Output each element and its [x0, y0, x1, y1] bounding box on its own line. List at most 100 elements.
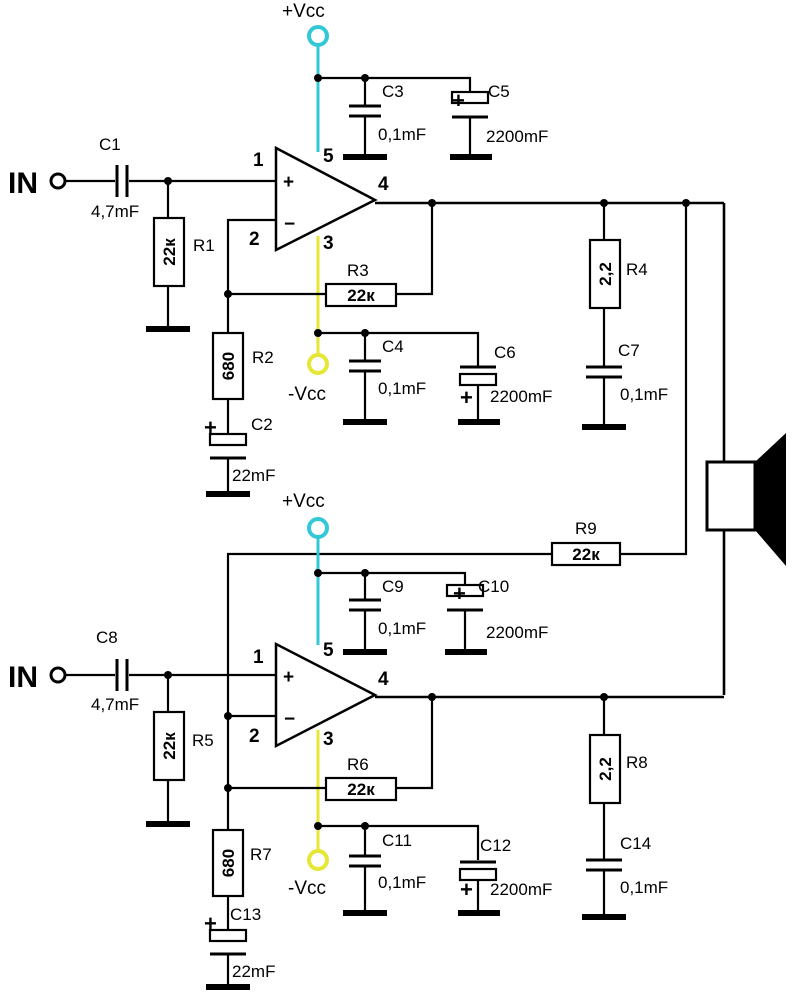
- svg-text:R8: R8: [626, 753, 648, 772]
- svg-text:C3: C3: [382, 82, 404, 101]
- input-terminal-icon: [49, 666, 67, 684]
- svg-text:22к: 22к: [160, 238, 179, 266]
- resistor-r5: 22к R5: [152, 710, 214, 782]
- svg-text:R2: R2: [252, 348, 274, 367]
- svg-text:+: +: [283, 172, 294, 193]
- capacitor-c4: C4 0,1mF: [343, 337, 426, 425]
- svg-text:C1: C1: [99, 135, 121, 154]
- capacitor-c10: + C10 2200mF: [445, 577, 548, 655]
- svg-text:4: 4: [378, 174, 389, 195]
- capacitor-c12: + C12 2200mF: [458, 836, 552, 916]
- svg-text:680: 680: [219, 352, 238, 380]
- svg-text:680: 680: [219, 849, 238, 877]
- svg-text:2200mF: 2200mF: [490, 387, 552, 406]
- speaker-icon: [705, 433, 786, 566]
- svg-text:2,2: 2,2: [596, 262, 615, 286]
- svg-text:R4: R4: [626, 260, 648, 279]
- svg-text:+: +: [460, 385, 473, 410]
- svg-text:R1: R1: [193, 236, 215, 255]
- svg-text:0,1mF: 0,1mF: [378, 619, 426, 638]
- vee-label: -Vcc: [288, 384, 326, 405]
- svg-text:1: 1: [253, 150, 264, 171]
- svg-text:5: 5: [323, 640, 334, 661]
- svg-text:+: +: [453, 581, 466, 606]
- svg-text:+: +: [452, 88, 465, 113]
- capacitor-c13: + C13 22mF: [204, 905, 275, 981]
- vee-terminal-icon: [307, 353, 329, 375]
- capacitor-c2: + C2 22mF: [204, 415, 275, 485]
- vcc-label: +Vcc: [282, 491, 325, 512]
- svg-text:R6: R6: [347, 755, 369, 774]
- svg-text:R9: R9: [575, 519, 597, 538]
- capacitor-c11: C11 0,1mF: [343, 831, 426, 916]
- resistor-r6: 22к R6: [324, 755, 398, 802]
- resistor-r4: 2,2 R4: [588, 238, 648, 310]
- resistor-r9: 22к R9: [550, 519, 622, 567]
- svg-text:+: +: [460, 877, 473, 902]
- svg-text:−: −: [284, 709, 295, 730]
- svg-text:C2: C2: [251, 415, 273, 434]
- capacitor-c9: C9 0,1mF: [343, 577, 426, 655]
- svg-text:C7: C7: [618, 341, 640, 360]
- svg-text:0,1mF: 0,1mF: [620, 385, 668, 404]
- svg-text:+: +: [204, 911, 217, 936]
- vee-terminal-icon: [307, 849, 329, 871]
- svg-text:2: 2: [249, 726, 260, 747]
- capacitor-c7: C7 0,1mF: [586, 341, 668, 404]
- svg-text:22к: 22к: [347, 780, 375, 799]
- input-label: IN: [8, 167, 38, 200]
- resistor-r3: 22к R3: [324, 261, 398, 308]
- capacitor-c1: C1 4,7mF: [91, 135, 139, 221]
- capacitor-c3: C3 0,1mF: [343, 82, 426, 160]
- resistor-r7: 680 R7: [211, 828, 272, 898]
- svg-text:22mF: 22mF: [232, 962, 275, 981]
- vee-label: -Vcc: [288, 878, 326, 899]
- vcc-label: +Vcc: [282, 1, 325, 22]
- capacitor-c14: C14 0,1mF: [586, 834, 668, 897]
- svg-text:R3: R3: [347, 261, 369, 280]
- vcc-terminal-icon: [307, 25, 329, 47]
- svg-text:+: +: [204, 415, 217, 440]
- svg-text:4: 4: [378, 669, 389, 690]
- capacitor-c5: + C5 2200mF: [450, 82, 548, 160]
- svg-text:C5: C5: [488, 82, 510, 101]
- svg-text:C12: C12: [480, 836, 511, 855]
- svg-text:C9: C9: [382, 577, 404, 596]
- vcc-terminal-icon: [307, 517, 329, 539]
- svg-text:C8: C8: [96, 628, 118, 647]
- opamp-2: + − 1 2 3 4 5: [249, 640, 389, 750]
- svg-text:C10: C10: [478, 577, 509, 596]
- svg-text:C11: C11: [382, 831, 412, 850]
- svg-text:C4: C4: [382, 337, 404, 356]
- svg-text:0,1mF: 0,1mF: [620, 878, 668, 897]
- svg-text:0,1mF: 0,1mF: [378, 873, 426, 892]
- svg-text:22к: 22к: [572, 545, 600, 564]
- opamp-1: + − 1 2 3 4 5: [249, 145, 389, 254]
- svg-text:−: −: [284, 214, 295, 235]
- svg-text:22к: 22к: [347, 286, 375, 305]
- svg-text:2200mF: 2200mF: [486, 623, 548, 642]
- capacitor-c6: + C6 2200mF: [458, 343, 552, 425]
- input-terminal-icon: [49, 172, 67, 190]
- svg-text:R7: R7: [250, 845, 272, 864]
- svg-text:2200mF: 2200mF: [490, 880, 552, 899]
- svg-text:22mF: 22mF: [232, 466, 275, 485]
- svg-text:0,1mF: 0,1mF: [378, 125, 426, 144]
- svg-text:2,2: 2,2: [596, 757, 615, 781]
- capacitor-c8: C8 4,7mF: [91, 628, 139, 714]
- svg-text:2: 2: [249, 229, 260, 250]
- resistor-r8: 2,2 R8: [588, 733, 648, 805]
- svg-text:C14: C14: [620, 834, 651, 853]
- input-label: IN: [8, 661, 38, 694]
- svg-text:C13: C13: [230, 905, 261, 924]
- svg-text:3: 3: [323, 233, 334, 254]
- svg-text:+: +: [283, 667, 294, 688]
- resistor-r1: 22к R1: [152, 216, 215, 288]
- svg-text:3: 3: [323, 729, 334, 750]
- svg-text:5: 5: [323, 146, 334, 167]
- svg-text:4,7mF: 4,7mF: [91, 695, 139, 714]
- svg-text:0,1mF: 0,1mF: [378, 379, 426, 398]
- resistor-r2: 680 R2: [211, 331, 274, 401]
- svg-text:22к: 22к: [160, 732, 179, 760]
